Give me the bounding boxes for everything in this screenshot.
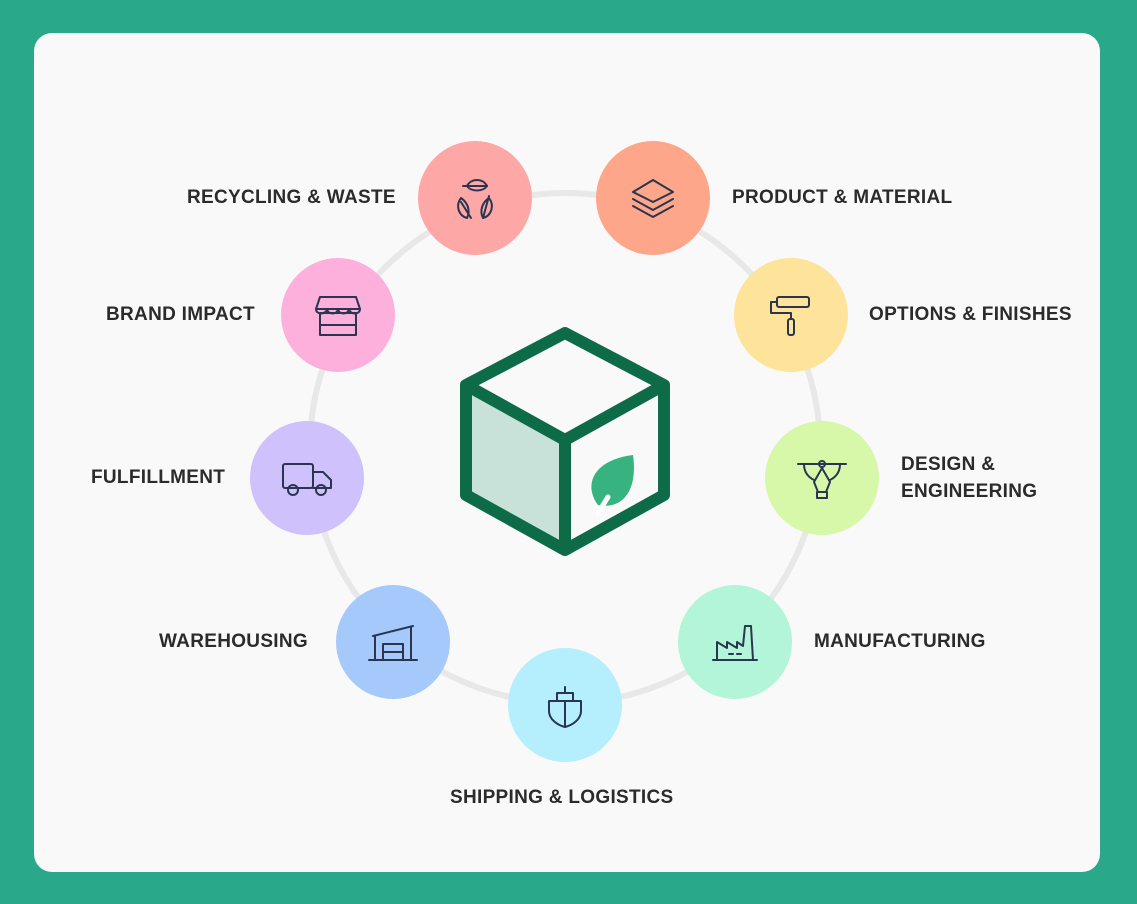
node-manufacturing xyxy=(678,585,792,699)
label-design-line2: ENGINEERING xyxy=(901,481,1038,502)
ship-icon xyxy=(548,686,582,728)
node-options xyxy=(734,258,848,372)
warehouse-icon xyxy=(368,625,418,661)
eco-box-icon xyxy=(460,327,670,556)
node-product xyxy=(596,141,710,255)
label-warehousing: WAREHOUSING xyxy=(159,631,308,652)
label-options: OPTIONS & FINISHES xyxy=(869,304,1072,325)
label-manufacturing: MANUFACTURING xyxy=(814,631,986,652)
factory-icon xyxy=(712,625,758,661)
node-brand xyxy=(281,258,395,372)
node-fulfillment xyxy=(250,421,364,535)
truck-icon xyxy=(282,463,332,496)
node-shipping xyxy=(508,648,622,762)
label-design: DESIGN & ENGINEERING xyxy=(901,451,1037,505)
pen-tool-icon xyxy=(797,460,847,499)
label-brand: BRAND IMPACT xyxy=(106,304,255,325)
storefront-icon xyxy=(315,296,361,336)
layers-icon xyxy=(632,179,674,218)
label-recycling: RECYCLING & WASTE xyxy=(187,187,396,208)
recycle-leaves-icon xyxy=(457,179,493,219)
node-recycling xyxy=(418,141,532,255)
label-design-line1: DESIGN & xyxy=(901,454,996,475)
label-fulfillment: FULFILLMENT xyxy=(91,467,226,488)
label-shipping: SHIPPING & LOGISTICS xyxy=(450,787,674,808)
paint-roller-icon xyxy=(770,296,810,336)
label-product: PRODUCT & MATERIAL xyxy=(732,187,953,208)
node-warehousing xyxy=(336,585,450,699)
node-design xyxy=(765,421,879,535)
